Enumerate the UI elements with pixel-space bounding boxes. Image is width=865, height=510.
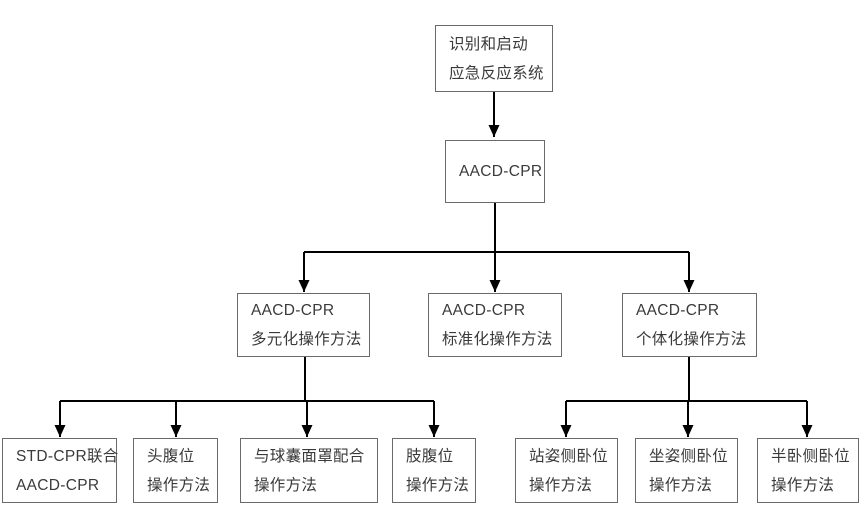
edge-aacd-to-level3 xyxy=(298,203,695,292)
node-semi-recumbent-lateral-position: 半卧侧卧位 操作方法 xyxy=(757,438,859,503)
node-text: 标准化操作方法 xyxy=(442,331,553,348)
edge-multi-to-methods xyxy=(54,357,440,437)
node-text: AACD-CPR xyxy=(459,163,543,180)
node-diversified-methods: AACD-CPR 多元化操作方法 xyxy=(237,293,370,357)
node-text: 头腹位 xyxy=(147,447,195,465)
node-text: 应急反应系统 xyxy=(449,64,544,82)
node-standardized-methods: AACD-CPR 标准化操作方法 xyxy=(428,293,562,357)
node-text: AACD-CPR xyxy=(251,302,335,319)
node-text: 与球囊面罩配合 xyxy=(254,447,365,465)
node-text: 识别和启动 xyxy=(449,35,529,53)
node-text: 操作方法 xyxy=(147,476,211,494)
node-standing-lateral-position: 站姿侧卧位 操作方法 xyxy=(515,438,618,503)
node-aacd-cpr: AACD-CPR xyxy=(445,140,545,203)
node-text: 坐姿侧卧位 xyxy=(649,447,729,465)
node-text: 肢腹位 xyxy=(406,447,454,465)
node-sitting-lateral-position: 坐姿侧卧位 操作方法 xyxy=(635,438,738,503)
node-text: 个体化操作方法 xyxy=(636,331,747,348)
node-limb-abdominal-position: 肢腹位 操作方法 xyxy=(392,438,476,503)
node-text: 操作方法 xyxy=(771,476,835,494)
node-text: 操作方法 xyxy=(649,476,713,494)
node-text: 多元化操作方法 xyxy=(251,331,362,348)
node-text: AACD-CPR xyxy=(442,302,526,319)
node-text: 站姿侧卧位 xyxy=(529,447,609,465)
node-text: 半卧侧卧位 xyxy=(771,447,851,465)
node-text: STD-CPR联合 xyxy=(16,447,119,465)
node-std-cpr-combined: STD-CPR联合 AACD-CPR xyxy=(2,438,119,503)
node-text: 操作方法 xyxy=(254,476,318,494)
node-identify-activate-emergency: 识别和启动 应急反应系统 xyxy=(435,25,553,92)
node-bag-mask-coordination: 与球囊面罩配合 操作方法 xyxy=(240,438,378,503)
edge-individual-to-methods xyxy=(560,357,813,437)
node-head-abdominal-position: 头腹位 操作方法 xyxy=(133,438,218,503)
node-text: AACD-CPR xyxy=(16,476,100,494)
node-text: AACD-CPR xyxy=(636,302,720,319)
node-individualized-methods: AACD-CPR 个体化操作方法 xyxy=(622,293,757,357)
node-text: 操作方法 xyxy=(529,476,593,494)
node-text: 操作方法 xyxy=(406,476,470,494)
